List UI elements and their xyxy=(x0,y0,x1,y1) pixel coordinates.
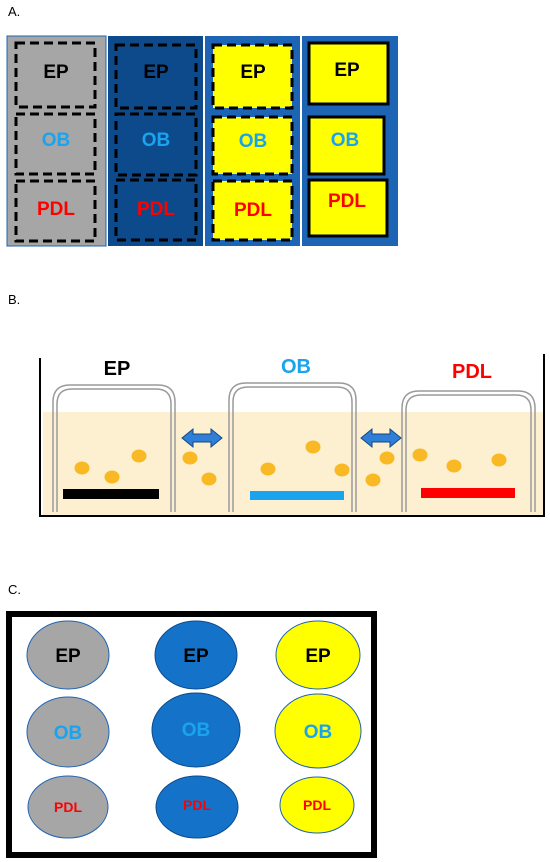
particle xyxy=(260,462,276,476)
cell-layer-ob xyxy=(250,491,344,500)
well-yellow-pdl xyxy=(279,776,355,834)
column-yellow-solid: EP OB PDL xyxy=(302,36,398,246)
label-ob: OB xyxy=(182,720,211,741)
well-gray-ep xyxy=(26,620,110,690)
label-ob: OB xyxy=(54,723,83,744)
label-ep: EP xyxy=(55,646,81,667)
column-yellow-dashed: EP OB PDL xyxy=(205,36,300,246)
column-blue-dashed: EP OB PDL xyxy=(108,36,203,246)
cell-layer-ep xyxy=(63,489,159,499)
label-ep: EP xyxy=(143,62,169,83)
particle xyxy=(104,470,120,484)
label-ob: OB xyxy=(304,722,333,743)
particle xyxy=(182,451,198,465)
label-pdl: PDL xyxy=(183,797,211,813)
particles xyxy=(74,440,507,487)
column-background xyxy=(108,36,203,246)
well-gray-ob xyxy=(26,696,110,768)
label-pdl: PDL xyxy=(452,361,492,383)
particle xyxy=(491,453,507,467)
insert-ob: OB xyxy=(228,356,357,512)
well-pdl xyxy=(307,178,389,238)
arrow-ob-pdl xyxy=(360,427,402,449)
panel-label-c: C. xyxy=(8,582,21,597)
insert-pdl: PDL xyxy=(401,361,536,512)
particle xyxy=(365,473,381,487)
label-pdl: PDL xyxy=(54,799,82,815)
label-pdl: PDL xyxy=(234,200,272,221)
label-ob: OB xyxy=(281,356,311,378)
well-pdl xyxy=(211,179,294,242)
well-ob xyxy=(211,115,294,176)
panel-a-diagram: EP OB PDL EP OB PDL EP OB PDL xyxy=(6,35,398,247)
well-yellow-ep xyxy=(275,620,361,690)
label-ep: EP xyxy=(104,358,131,380)
panel-label-a: A. xyxy=(8,4,21,19)
label-ep: EP xyxy=(43,62,69,83)
well-ob xyxy=(307,115,386,176)
well-ep xyxy=(307,41,390,106)
culture-dish xyxy=(39,354,545,517)
label-pdl: PDL xyxy=(328,191,366,212)
well-blue-ep xyxy=(154,620,238,690)
particle xyxy=(131,449,147,463)
label-ep: EP xyxy=(240,62,266,83)
label-pdl: PDL xyxy=(303,797,331,813)
particle xyxy=(305,440,321,454)
panel-label-b: B. xyxy=(8,292,21,307)
label-ob: OB xyxy=(239,131,268,152)
particle xyxy=(446,459,462,473)
well-ep xyxy=(211,43,294,110)
particle xyxy=(412,448,428,462)
particle xyxy=(201,472,217,486)
arrow-ep-ob xyxy=(181,427,223,449)
well-ep xyxy=(14,41,97,109)
label-ob: OB xyxy=(42,130,71,151)
well-blue-ob xyxy=(151,692,241,768)
label-ob: OB xyxy=(331,130,360,151)
well-blue-pdl xyxy=(155,775,239,839)
label-ep: EP xyxy=(183,646,209,667)
column-background xyxy=(6,35,107,247)
well-ep xyxy=(114,43,198,110)
panel-c-diagram: EP EP EP OB OB OB PDL PDL PDL xyxy=(6,611,377,858)
cell-layer-pdl xyxy=(421,488,515,498)
well-yellow-ob xyxy=(274,693,362,769)
particle xyxy=(334,463,350,477)
particle xyxy=(379,451,395,465)
label-pdl: PDL xyxy=(137,199,175,220)
well-gray-pdl xyxy=(27,775,109,839)
label-ep: EP xyxy=(305,646,331,667)
label-pdl: PDL xyxy=(37,199,75,220)
insert-ep: EP xyxy=(52,358,176,512)
column-gray-dashed: EP OB PDL xyxy=(6,35,107,247)
particle xyxy=(74,461,90,475)
label-ob: OB xyxy=(142,130,171,151)
panel-b-diagram: EP OB PDL xyxy=(39,354,545,517)
label-ep: EP xyxy=(334,60,360,81)
